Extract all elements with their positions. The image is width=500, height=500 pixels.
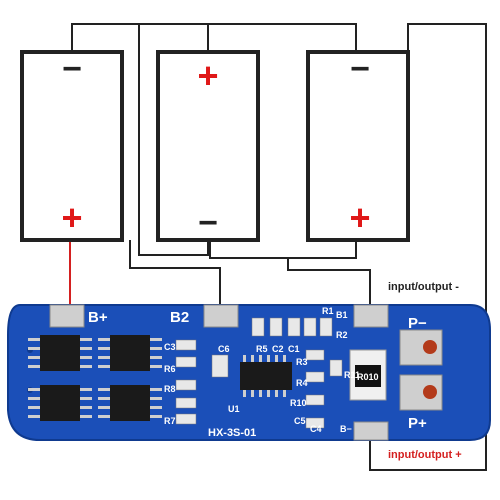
silk-c6: C6 xyxy=(218,344,230,354)
mosfet-4 xyxy=(98,385,162,421)
hole-p-minus xyxy=(423,340,437,354)
cell-3-top-sign: − xyxy=(350,50,370,88)
cell-2-top-sign: + xyxy=(197,55,218,96)
silk-r7: R7 xyxy=(164,416,176,426)
silk-r10: R10 xyxy=(290,398,307,408)
silk-c4: C4 xyxy=(310,424,322,434)
mosfet-2 xyxy=(98,335,162,371)
cell-2-bottom-sign: − xyxy=(198,204,218,242)
cell-1-top-sign: − xyxy=(62,50,82,88)
silk-r11: R11 xyxy=(344,370,360,380)
mosfet-3 xyxy=(28,385,92,421)
label-input-output-minus: input/output - xyxy=(388,281,459,293)
wire-to-b1 xyxy=(209,240,371,305)
wire-cell3-top-junction xyxy=(139,23,357,52)
silk-r4: R4 xyxy=(296,378,308,388)
pad-label-p-minus: P− xyxy=(408,315,427,332)
pad-label-b1: B1 xyxy=(336,310,348,320)
controller-ic xyxy=(240,355,292,397)
mosfet-1 xyxy=(28,335,92,371)
pad-label-p-plus: P+ xyxy=(408,415,427,432)
cell-3-bottom-sign: + xyxy=(349,197,370,238)
board-model: HX-3S-01 xyxy=(208,427,256,439)
cell-1-bottom-sign: + xyxy=(61,197,82,238)
silk-c2: C2 xyxy=(272,344,284,354)
pad-b1 xyxy=(353,304,389,328)
pad-label-b-plus: B+ xyxy=(88,309,108,326)
silk-c1: C1 xyxy=(288,344,300,354)
smd-components xyxy=(175,317,343,429)
pad-b2 xyxy=(203,304,239,328)
wire-to-b2 xyxy=(129,240,221,305)
cell-2 xyxy=(156,50,260,242)
silk-r5: R5 xyxy=(256,344,268,354)
label-input-output-plus: input/output + xyxy=(388,449,462,461)
shunt-marking: R010 xyxy=(357,372,379,382)
pad-b-minus xyxy=(353,421,389,441)
silk-r3: R3 xyxy=(296,357,308,367)
pad-label-b-minus: B− xyxy=(340,424,352,434)
cell-1 xyxy=(20,50,124,242)
silk-r8: R8 xyxy=(164,384,176,394)
silk-r1: R1 xyxy=(322,306,334,316)
silk-c5: C5 xyxy=(294,416,306,426)
pad-b-plus xyxy=(49,304,85,328)
silk-r6: R6 xyxy=(164,364,176,374)
silk-r2: R2 xyxy=(336,330,348,340)
silk-u1: U1 xyxy=(228,404,240,414)
wires xyxy=(71,23,487,471)
wire-cell3-bottom xyxy=(288,240,357,259)
silk-c3: C3 xyxy=(164,342,176,352)
cell-3 xyxy=(306,50,410,242)
shunt-resistor xyxy=(349,349,387,401)
pcb-board xyxy=(7,304,491,441)
wire-cell2-top xyxy=(139,23,209,52)
pad-label-b2: B2 xyxy=(170,309,189,326)
wire-to-p-plus xyxy=(369,23,487,471)
hole-p-plus xyxy=(423,385,437,399)
wire-cell1-top-to-cell2-bottom xyxy=(71,23,209,256)
